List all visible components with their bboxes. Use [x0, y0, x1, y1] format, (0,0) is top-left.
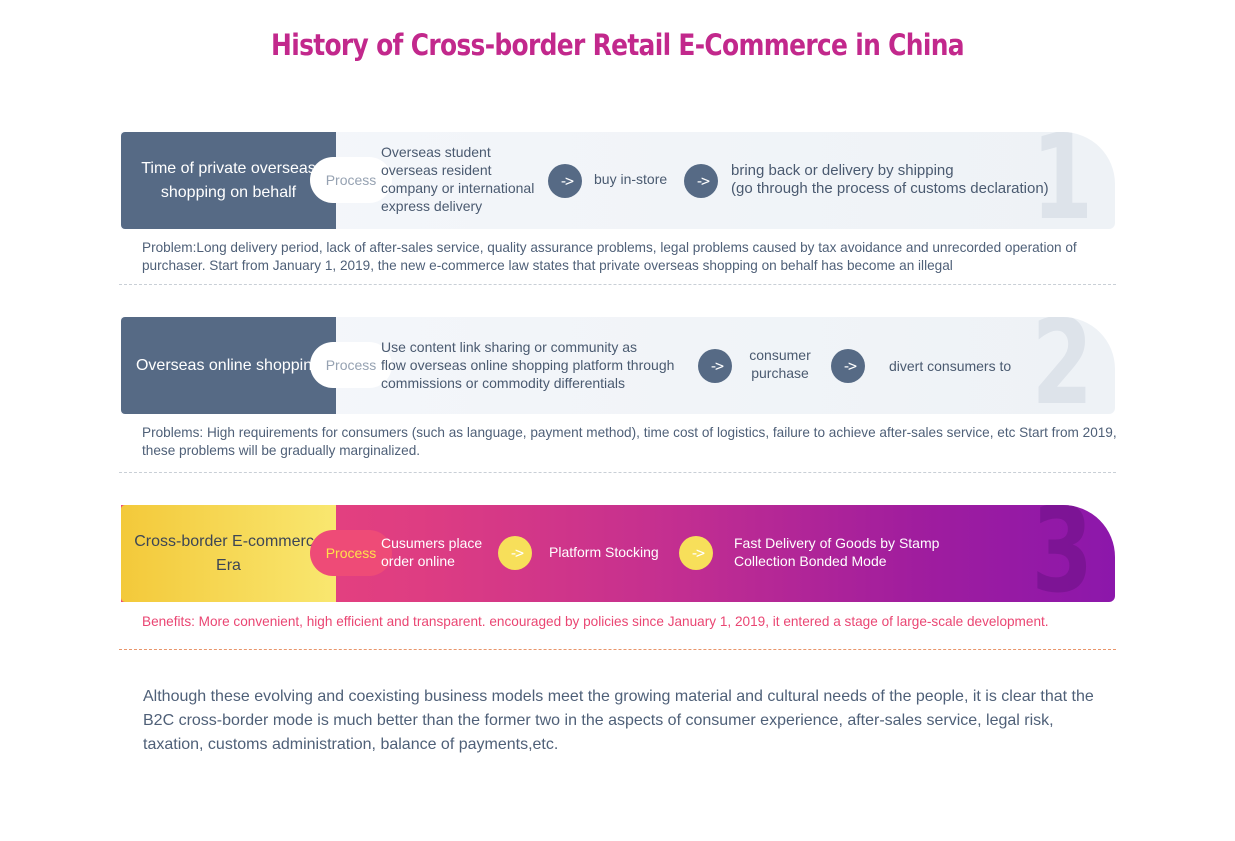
stage-label: Cross-border E-commerce Era [121, 505, 336, 602]
process-step-2: consumer purchase [749, 347, 811, 381]
arrow-right-icon: -> [679, 536, 713, 570]
process-step-3: Fast Delivery of Goods by Stamp Collecti… [734, 535, 940, 569]
divider [119, 649, 1116, 650]
process-step-3: bring back or delivery by shipping (go t… [731, 162, 1049, 197]
stage-number: 3 [1031, 505, 1093, 602]
summary-paragraph: Although these evolving and coexisting b… [143, 688, 1094, 753]
stage-2: 2 Overseas online shopping Process Use c… [121, 317, 1115, 414]
process-step-2: buy in-store [594, 171, 668, 187]
stage-label: Overseas online shopping [121, 317, 336, 414]
arrow-right-icon: -> [831, 349, 865, 383]
stage-number: 1 [1031, 132, 1093, 229]
process-step-1: Overseas student overseas resident compa… [381, 144, 535, 214]
arrow-right-icon: -> [548, 164, 582, 198]
process-pill: Process [310, 157, 392, 203]
stage-3-benefits: Benefits: More convenient, high efficien… [142, 614, 1049, 629]
process-pill: Process [310, 530, 392, 576]
stage-2-problem: Problems: High requirements for consumer… [142, 425, 1117, 458]
process-step-1: Cusumers place order online [381, 535, 483, 569]
arrow-right-icon: -> [498, 536, 532, 570]
arrow-right-icon: -> [684, 164, 718, 198]
stage-number: 2 [1031, 317, 1093, 414]
stage-1: 1 Time of private overseas shopping on b… [121, 132, 1115, 229]
stage-label: Time of private overseas shopping on beh… [121, 132, 336, 229]
process-pill: Process [310, 342, 392, 388]
arrow-right-icon: -> [698, 349, 732, 383]
stage-3: 3 Cross-border E-commerce Era Process Cu… [121, 505, 1115, 602]
process-step-3: divert consumers to [889, 358, 1012, 374]
process-step-2: Platform Stocking [549, 544, 659, 560]
page-title: History of Cross-border Retail E-Commerc… [271, 28, 965, 62]
process-step-1: Use content link sharing or community as… [381, 339, 675, 391]
divider [119, 284, 1116, 285]
divider [119, 472, 1116, 473]
stage-1-problem: Problem:Long delivery period, lack of af… [142, 240, 1077, 273]
